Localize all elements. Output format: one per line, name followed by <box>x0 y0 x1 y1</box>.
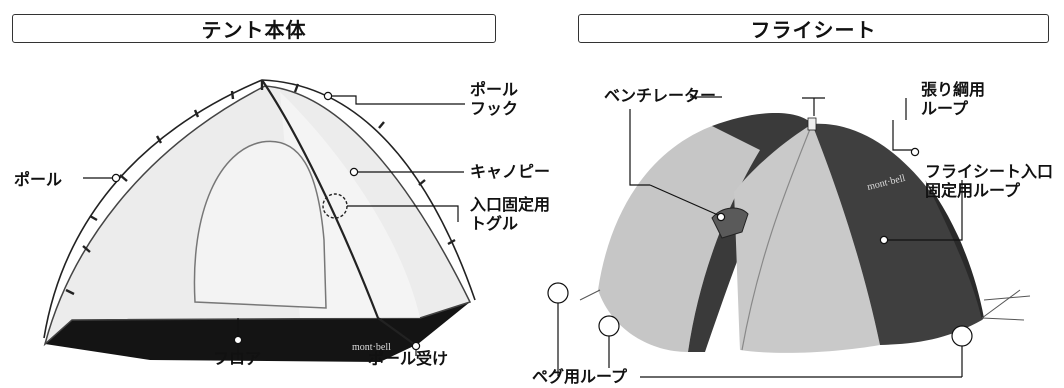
label-pole-receiver: ポール受け <box>368 349 449 368</box>
label-floor: フロア <box>213 349 262 368</box>
guy-lines <box>579 289 1031 321</box>
fly-leader-lines <box>547 96 973 378</box>
fly-sheet-header: フライシート <box>578 14 1049 43</box>
label-entrance-toggle: 入口固定用 トグル <box>470 195 551 233</box>
fly-right-panel <box>812 123 982 345</box>
label-fly-entrance-loop: フライシート入口 固定用ループ <box>925 162 1054 200</box>
tent-door <box>193 140 327 309</box>
fly-sheet-illustration: mont·bell <box>547 96 1031 378</box>
tent-body-illustration: mont·bell <box>43 79 476 362</box>
tent-floor <box>45 302 470 362</box>
label-canopy: キャノピー <box>470 162 551 181</box>
fly-front-panel <box>734 124 880 353</box>
tent-brand-logo: mont·bell <box>352 342 391 353</box>
tent-leader-lines <box>83 91 465 360</box>
pole-hooks <box>65 80 456 296</box>
guy-loop-marker <box>807 117 817 131</box>
label-ventilator: ベンチレーター <box>604 86 717 105</box>
label-peg-loop: ペグ用ループ <box>532 367 628 386</box>
label-pole: ポール <box>14 170 63 189</box>
tent-body-header: テント本体 <box>12 14 496 43</box>
tent-pole-diagonal <box>261 79 415 345</box>
label-pole-hook: ポール フック <box>470 80 519 118</box>
fly-dark-left <box>688 113 812 352</box>
fly-left-panel <box>598 123 760 353</box>
label-guy-line-loop: 張り綱用 ループ <box>921 80 986 118</box>
